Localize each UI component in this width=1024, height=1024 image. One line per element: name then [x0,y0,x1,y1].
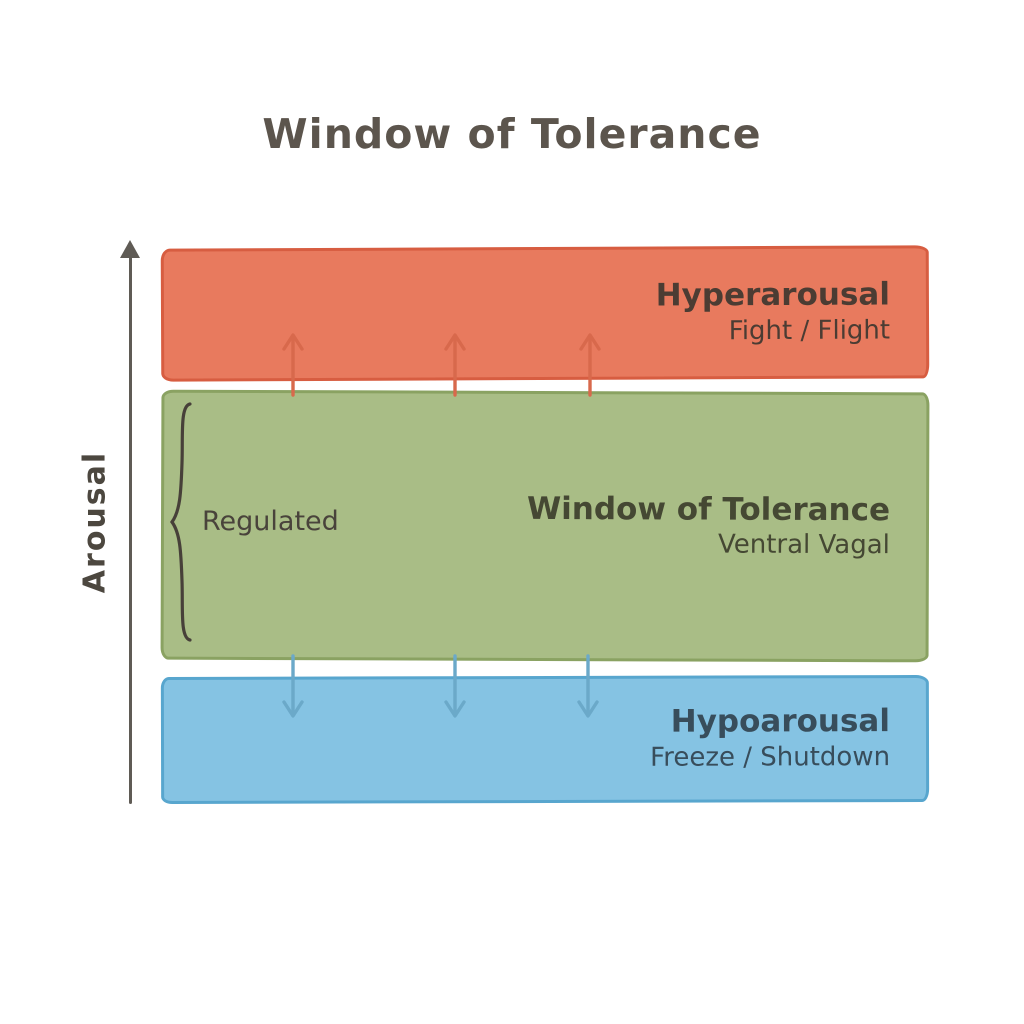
arousal-axis-line [129,254,132,804]
window-heading: Window of Tolerance [526,490,891,528]
hypoarousal-subheading: Freeze / Shutdown [650,742,891,773]
hypoarousal-heading: Hypoarousal [670,703,891,740]
up-arrow-icon [577,331,603,399]
regulated-label: Regulated [202,506,339,537]
hyperarousal-band: Hyperarousal Fight / Flight [160,245,930,382]
hyperarousal-subheading: Fight / Flight [728,315,891,347]
curly-brace-icon [167,401,195,643]
arousal-axis-label: Arousal [77,450,113,594]
down-arrow-icon [575,654,601,720]
diagram-title: Window of Tolerance [262,110,762,158]
hyperarousal-heading: Hyperarousal [655,276,890,314]
down-arrow-icon [280,654,306,720]
up-arrow-icon [442,331,468,399]
window-subheading: Ventral Vagal [717,530,890,561]
down-arrow-icon [442,654,468,720]
arousal-axis-arrowhead-icon [120,240,140,258]
hypoarousal-band: Hypoarousal Freeze / Shutdown [160,674,930,805]
up-arrow-icon [280,331,306,399]
